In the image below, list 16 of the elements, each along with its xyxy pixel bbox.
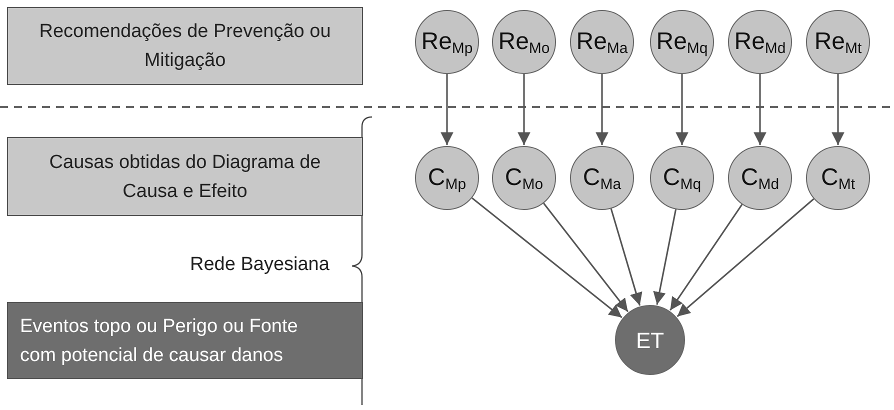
arrow: [676, 74, 688, 145]
arrow: [832, 74, 844, 145]
bracket-label: Rede Bayesiana: [190, 253, 330, 277]
arrow: [440, 74, 454, 145]
arrow: [472, 197, 622, 318]
process-box: Causas obtidas do Diagrama de Causa e Efeito: [7, 137, 363, 216]
process-box: Eventos topo ou Perigo ou Fonte com potencial de causar danos: [7, 302, 363, 379]
process-box: Recomendações de Prevenção ou Mitigação: [7, 7, 363, 85]
arrow: [670, 204, 743, 311]
arrow: [676, 198, 814, 318]
arrow: [653, 209, 677, 305]
arrow: [543, 202, 629, 312]
arrow: [754, 74, 766, 145]
arrow: [610, 208, 642, 306]
arrow: [518, 74, 530, 145]
arrow: [596, 74, 608, 145]
